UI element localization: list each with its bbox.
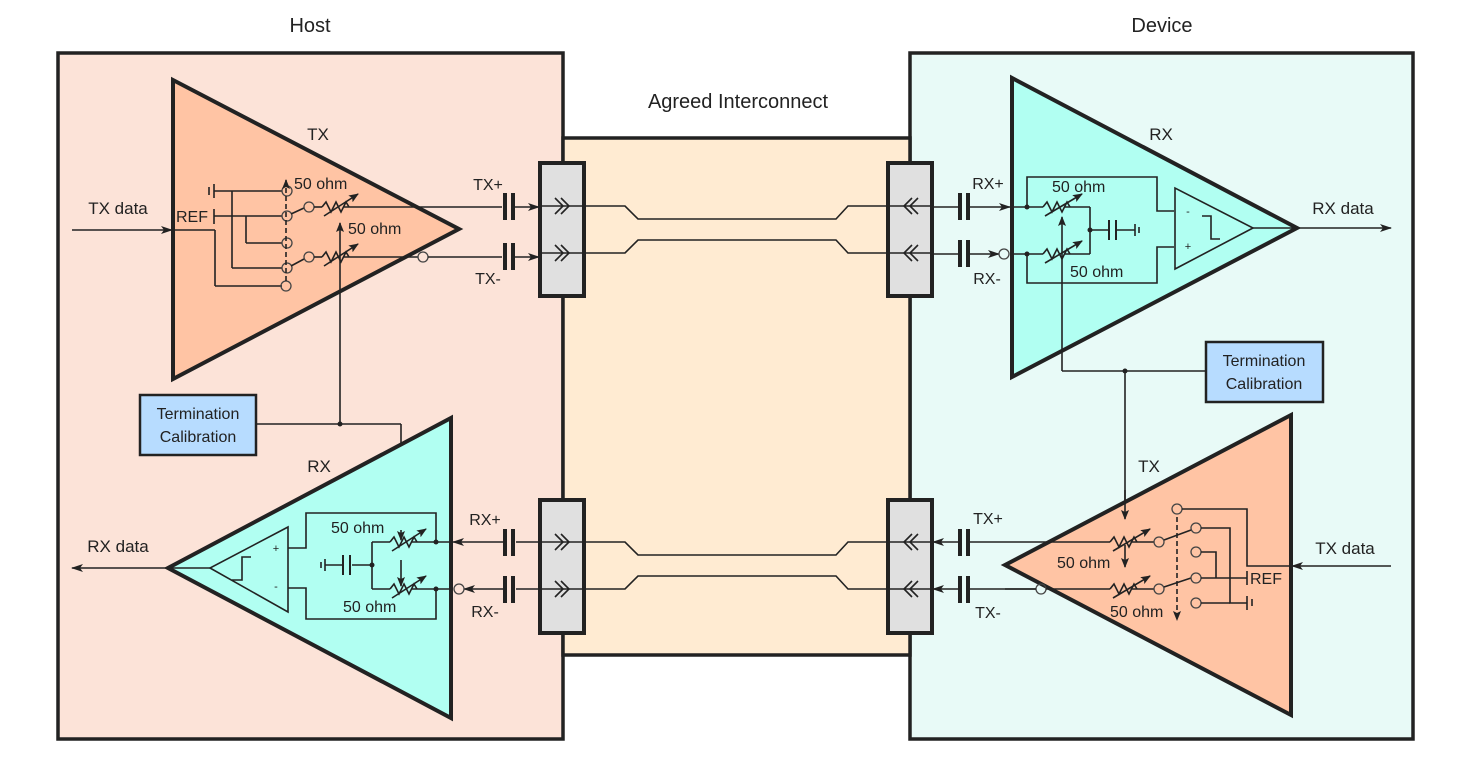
chevron-left-icon (902, 197, 919, 215)
host-rx-block: RX + - RX data 50 ohm 50 ohm (71, 414, 453, 722)
device-rx-res-top-label: 50 ohm (1052, 179, 1105, 196)
trace-top-pair-plus (583, 205, 890, 220)
connector-host-top (538, 161, 586, 298)
host-termination-calibration-box (138, 393, 258, 457)
host-calibration-line2: Calibration (160, 429, 236, 446)
device-rx-triangle (1010, 74, 1302, 381)
host-tx-data-label: TX data (88, 199, 148, 218)
chevron-right-icon (554, 580, 571, 598)
host-rx-res-top-label: 50 ohm (331, 520, 384, 537)
device-rx-res-bottom-label: 50 ohm (1070, 264, 1123, 281)
host-tx-plus-label: TX+ (473, 177, 503, 194)
device-rx-inputs: RX+ RX- (932, 176, 1011, 288)
device-tx-res-top-label: 50 ohm (1057, 555, 1110, 572)
host-tx-outputs: TX+ TX- (455, 177, 540, 288)
device-rx-comp-plus: + (1185, 241, 1191, 253)
host-title: Host (289, 15, 331, 37)
host-rx-comp-plus: + (273, 543, 279, 555)
host-rx-triangle (163, 414, 453, 722)
device-rx-title: RX (1149, 125, 1173, 144)
host-tx-minus-label: TX- (475, 271, 501, 288)
host-tx-res-bottom-label: 50 ohm (348, 221, 401, 238)
device-termination-calibration-box (1204, 340, 1325, 404)
resistor-icon (1109, 535, 1138, 549)
host-tx-block: TX TX data REF (72, 76, 464, 424)
device-rx-comp-minus: - (1186, 206, 1190, 218)
chevron-right-icon (554, 244, 571, 262)
chevron-left-icon (902, 580, 919, 598)
device-tx-minus-label: TX- (975, 605, 1001, 622)
host-rx-inputs: RX+ RX- (452, 512, 540, 621)
interconnect-title: Agreed Interconnect (648, 91, 829, 113)
trace-top-pair-minus (583, 239, 890, 254)
device-tx-res-bottom-label: 50 ohm (1110, 604, 1163, 621)
resistor-icon (1109, 582, 1138, 596)
connector-device-bottom (886, 498, 934, 635)
connector-host-bottom (538, 498, 586, 635)
device-tx-data-label: TX data (1315, 539, 1375, 558)
device-calibration-line2: Calibration (1226, 376, 1302, 393)
device-rx-comparator (1174, 186, 1255, 271)
interconnect-traces (583, 205, 890, 590)
host-rx-res-bottom-label: 50 ohm (343, 599, 396, 616)
device-title: Device (1131, 15, 1192, 37)
hysteresis-icon (232, 556, 251, 581)
device-tx-outputs: TX+ TX- (932, 511, 1036, 622)
hysteresis-icon (1202, 215, 1220, 240)
device-tx-plus-label: TX+ (973, 511, 1003, 528)
trace-bottom-pair-minus (583, 575, 890, 590)
host-rx-title: RX (307, 457, 331, 476)
host-rx-plus-label: RX+ (469, 512, 501, 529)
device-calibration-line1: Termination (1223, 353, 1306, 370)
chevron-left-icon (902, 533, 919, 551)
connector-device-top (886, 161, 934, 298)
device-tx-ref-label: REF (1250, 571, 1282, 588)
interconnect-panel (561, 136, 912, 657)
host-rx-data-label: RX data (87, 537, 149, 556)
host-rx-comp-minus: - (274, 581, 278, 593)
chevron-left-icon (902, 244, 919, 262)
host-tx-res-top-label: 50 ohm (294, 176, 347, 193)
device-rx-block: RX 50 ohm 50 ohm - + RX data (1010, 74, 1392, 381)
device-rx-plus-label: RX+ (972, 176, 1004, 193)
device-tx-title: TX (1138, 457, 1160, 476)
trace-bottom-pair-plus (583, 541, 890, 556)
host-rx-comparator (208, 525, 289, 614)
host-rx-minus-label: RX- (471, 604, 499, 621)
host-tx-ref-label: REF (176, 209, 208, 226)
chevron-right-icon (554, 533, 571, 551)
chevron-right-icon (554, 197, 571, 215)
host-calibration-line1: Termination (157, 406, 240, 423)
host-tx-title: TX (307, 125, 329, 144)
device-rx-data-label: RX data (1312, 199, 1374, 218)
device-rx-minus-label: RX- (973, 271, 1001, 288)
